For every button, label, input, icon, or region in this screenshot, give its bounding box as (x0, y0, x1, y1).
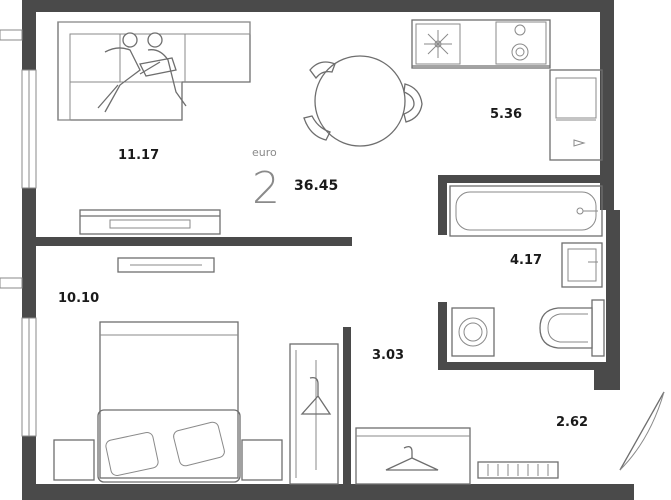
bathtub (449, 185, 603, 237)
wall-bath-left-upper (438, 175, 447, 235)
kitchen-counter (411, 19, 603, 161)
wall-bath-left-lower (438, 302, 447, 370)
room-count: 2 (252, 163, 280, 214)
toilet (539, 299, 605, 357)
total-area: 36.45 (294, 178, 338, 194)
wall-right-middle (606, 210, 620, 390)
bed (97, 321, 241, 483)
entrance-area: 2.62 (556, 415, 588, 430)
tv-unit-living (79, 209, 221, 235)
hall-area: 3.03 (372, 348, 404, 363)
nightstands (53, 439, 283, 481)
hallway-wardrobe (355, 427, 471, 485)
bedroom-area: 10.10 (58, 291, 99, 306)
bathroom-sink (561, 242, 603, 288)
wardrobe-bedroom (289, 343, 339, 485)
living-room-area: 11.17 (118, 148, 159, 163)
radiator-icon (477, 461, 559, 479)
window-sill-lower (0, 277, 23, 289)
windows (0, 29, 37, 437)
washing-machine (451, 307, 495, 357)
kitchen-area: 5.36 (490, 107, 522, 122)
wall-top (22, 0, 612, 12)
wall-bath-bottom (438, 362, 606, 370)
tv-unit-bedroom (117, 257, 215, 273)
dining-table (303, 55, 423, 147)
sofa (57, 21, 251, 121)
wall-bath-corner (594, 362, 620, 390)
oven-icon (434, 40, 442, 48)
wall-bottom (22, 484, 634, 500)
wall-living-bedroom (36, 237, 352, 246)
wall-right-upper (600, 0, 614, 210)
bathroom-area: 4.17 (510, 253, 542, 268)
entrance-door (619, 391, 665, 471)
plan-class-label: euro (252, 146, 277, 159)
wall-bath-top (438, 175, 606, 183)
people-on-sofa-icon (97, 32, 187, 113)
window-sill-upper (0, 29, 23, 41)
wall-hall-bedroom (343, 327, 351, 487)
